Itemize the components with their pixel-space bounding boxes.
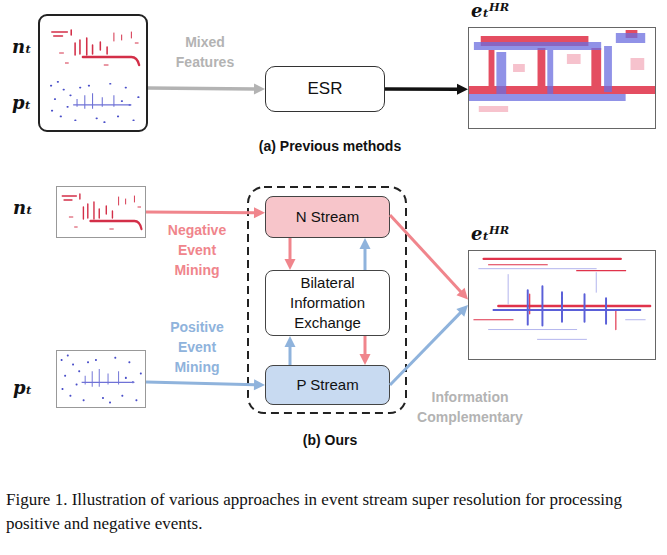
connector-arrow: [285, 336, 296, 365]
arrow-head: [456, 305, 468, 317]
arrow-head: [360, 238, 371, 249]
output-illustration: [469, 251, 655, 359]
arrow-head: [254, 379, 265, 390]
output-image: eₜᴴᴿ: [468, 250, 656, 360]
node-label: eₜᴴᴿ: [471, 0, 509, 22]
node-label: pₜ: [13, 377, 32, 399]
edge-label: Positive Event Mining: [157, 317, 237, 377]
connector-arrow: [360, 238, 371, 270]
node-label: P Stream: [296, 375, 358, 395]
connector-line: [364, 248, 367, 270]
dashed-group: [248, 187, 406, 413]
connector-line: [289, 238, 292, 260]
input-image: nₜ: [56, 186, 146, 238]
output-image: eₜᴴᴿ: [468, 27, 656, 129]
connector-line: [146, 382, 255, 385]
node-label: eₜᴴᴿ: [471, 223, 509, 245]
connector-line: [289, 346, 292, 365]
connector-line: [364, 336, 367, 355]
edge-label: Mixed Features: [168, 32, 242, 72]
arrow-head: [457, 288, 468, 300]
event-thumbnail: [46, 23, 143, 73]
arrow-head: [457, 84, 468, 95]
figure-caption: Figure 1. Illustration of various approa…: [6, 488, 664, 536]
event-thumbnail: [57, 187, 145, 237]
exchange-box: Bilateral Information Exchange: [265, 270, 390, 336]
arrow-head: [285, 336, 296, 347]
subfigure-title: (a) Previous methods: [180, 136, 480, 156]
arrow-head: [360, 354, 371, 365]
connector-arrow: [360, 336, 371, 365]
node-label: nₜ: [13, 197, 33, 219]
connector-line: [390, 215, 461, 292]
connector-line: [146, 211, 255, 215]
connector-arrow: [146, 379, 265, 390]
connector-arrow: [148, 83, 265, 94]
node-label: Bilateral Information Exchange: [272, 273, 383, 333]
arrow-head: [254, 83, 265, 94]
connector-arrow: [285, 238, 296, 270]
arrow-head: [254, 207, 265, 218]
node-label: pₜ: [12, 92, 31, 114]
stream-box: N Stream: [265, 196, 390, 238]
connector-arrow: [385, 84, 468, 95]
connector-line: [390, 312, 461, 385]
connector-arrow: [390, 305, 468, 385]
input-image: pₜ: [56, 350, 146, 408]
event-thumbnail: [46, 78, 143, 126]
stream-box: P Stream: [265, 365, 390, 405]
annotation: Information Complementary: [402, 387, 538, 427]
connector-arrow: [390, 215, 468, 300]
node-label: ESR: [308, 79, 343, 99]
connector-line: [385, 87, 458, 91]
process-box: ESR: [265, 66, 385, 112]
connector-arrow: [146, 207, 265, 218]
subfigure-title: (b) Ours: [180, 430, 480, 450]
connector-line: [148, 86, 255, 90]
event-thumbnail: [57, 351, 145, 407]
input-group-box: nₜpₜ: [38, 14, 148, 132]
node-label: N Stream: [296, 207, 359, 227]
node-label: nₜ: [12, 36, 32, 58]
arrow-head: [285, 259, 296, 270]
output-illustration: [469, 28, 655, 128]
edge-label: Negative Event Mining: [157, 220, 237, 280]
